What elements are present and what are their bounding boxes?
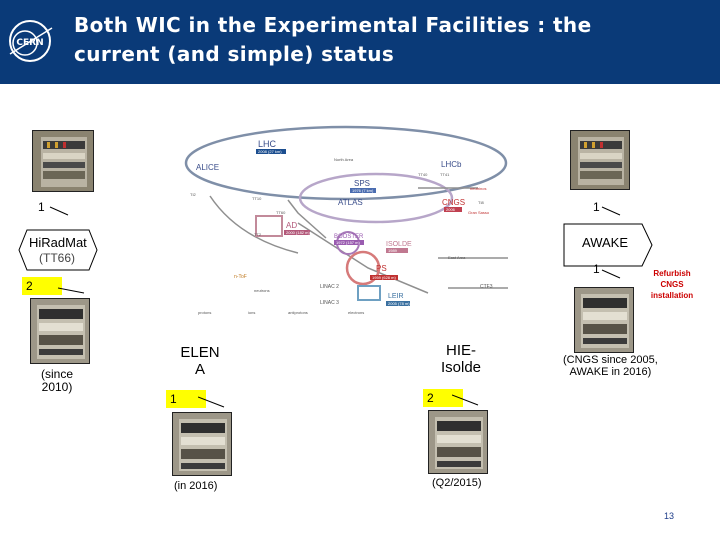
hiradmat-since-line-1: (since [41,367,74,381]
sps-label: SPS [354,179,370,188]
cngs-year-label: 2006 [446,207,456,212]
title-bar: CERN Both WIC in the Experimental Facili… [0,0,720,84]
hiradmat-count: 1 [38,200,45,214]
hiradmat-badge: 2 [22,277,62,295]
awake-installation-photo [574,287,634,353]
linac2-label: LINAC 2 [320,284,339,290]
refurbish-line-3: installation [650,291,694,300]
awake-count-2: 1 [593,262,600,276]
awake-label: AWAKE [582,235,628,250]
awake-since-line-2: AWAKE in 2016) [569,366,652,379]
hiradmat-installation-photo [30,298,90,364]
slide-title: Both WIC in the Experimental Facilities … [74,11,694,69]
hie-isolde-badge-pointer [452,394,479,406]
tt10-label: TT10 [252,196,262,201]
lhc-ring [184,125,508,201]
hie-isolde-badge: 2 [423,389,463,407]
tt2-label: TT2 [254,232,262,237]
ad-ring [255,215,283,237]
elena-installation-photo [172,412,232,476]
hiradmat-label: HiRadMat [29,235,87,250]
elena-label-line-2: A [194,360,205,378]
accelerator-complex-map: LHC 2008 (27 km) ALICE LHCb SPS 1976 (7 … [178,118,511,325]
hie-isolde-installation-photo [428,410,488,474]
protons-legend-label: protons [198,310,211,315]
gran-sasso-label: Gran Sasso [468,210,490,215]
ps-year-label: 1959 (628 m) [372,275,396,280]
sps-year-label: 1976 (7 km) [352,188,374,193]
east-area-label: East Area [448,255,466,260]
hiradmat-since-line-2: 2010) [41,380,73,395]
lhc-year-label: 2008 (27 km) [258,149,282,154]
linac3-label: LINAC 3 [320,300,339,306]
leir-ring [357,285,381,301]
elena-label-line-1: ELEN [180,344,220,361]
awake-rack-photo [570,130,630,190]
elena-label: ELEN A [176,344,224,378]
north-area-label: North Area [334,157,354,162]
lhc-label: LHC [258,139,277,149]
isolde-year-label: 1989 [388,248,398,253]
ti8-label: TI8 [478,200,485,205]
elena-badge: 1 [166,390,206,408]
tt41-label: TT41 [440,172,450,177]
tt40-label: TT40 [418,172,428,177]
hiradmat-count-pointer [49,206,69,216]
refurbish-cngs-note: Refurbish CNGS installation [644,268,700,301]
ad-label: AD [286,221,297,230]
hie-isolde-label-line-2: Isolde [440,358,482,376]
refurbish-line-1: Refurbish [653,269,691,278]
ps-label: PS [376,264,387,273]
hiradmat-rack-photo [32,130,94,192]
awake-since-note: (CNGS since 2005, AWAKE in 2016) [563,354,658,378]
slide-title-line-1: Both WIC in the Experimental Facilities … [74,13,592,37]
lhcb-label: LHCb [441,160,462,169]
elena-badge-pointer [198,396,225,408]
awake-since-line-1: (CNGS since 2005, [563,354,658,366]
tt60-label: TT60 [276,210,286,215]
svg-text:CERN: CERN [16,38,43,48]
ti2-label: TI2 [190,192,197,197]
leir-year-label: 2005 (78 m) [388,301,410,306]
cngs-label: CNGS [442,198,465,207]
n-tof-label: n-ToF [234,274,247,280]
booster-label: BOOSTER [334,234,364,240]
hiradmat-since-note: (since 2010) [41,367,74,395]
alice-label: ALICE [196,163,219,172]
slide-title-line-2: current (and simple) status [74,42,395,66]
hiradmat-sublabel: (TT66) [39,251,75,265]
sps-ring [298,172,454,224]
antiprotons-legend-label: antiprotons [288,310,308,315]
cern-logo: CERN [9,20,53,62]
awake-arrow-shape [563,223,653,267]
hie-isolde-label: HIE- Isolde [433,342,489,376]
neutrinos-label: neutrinos [470,186,486,191]
atlas-label: ATLAS [338,198,363,207]
page-number: 13 [664,511,675,521]
electrons-legend-label: electrons [348,310,364,315]
ions-legend-label: ions [248,310,255,315]
hiradmat-badge-pointer [58,287,85,294]
hie-isolde-date-note: (Q2/2015) [432,477,482,489]
hie-isolde-label-line-1: HIE- [446,342,476,359]
leir-label: LEIR [388,293,404,300]
awake-count: 1 [593,200,600,214]
refurbish-line-2: CNGS [660,280,684,289]
isolde-label: ISOLDE [386,241,412,248]
hiradmat-arrow-shape [18,229,98,271]
booster-year-label: 1972 (157 m) [336,240,360,245]
ad-year-label: 2000 (182 m) [286,230,310,235]
neutrons-label: neutrons [254,288,270,293]
ps-ring [345,250,381,286]
awake-count-pointer [601,206,621,216]
awake-count-2-pointer [601,269,621,279]
ctf3-label: CTF3 [480,284,493,290]
elena-date-note: (in 2016) [174,480,218,492]
